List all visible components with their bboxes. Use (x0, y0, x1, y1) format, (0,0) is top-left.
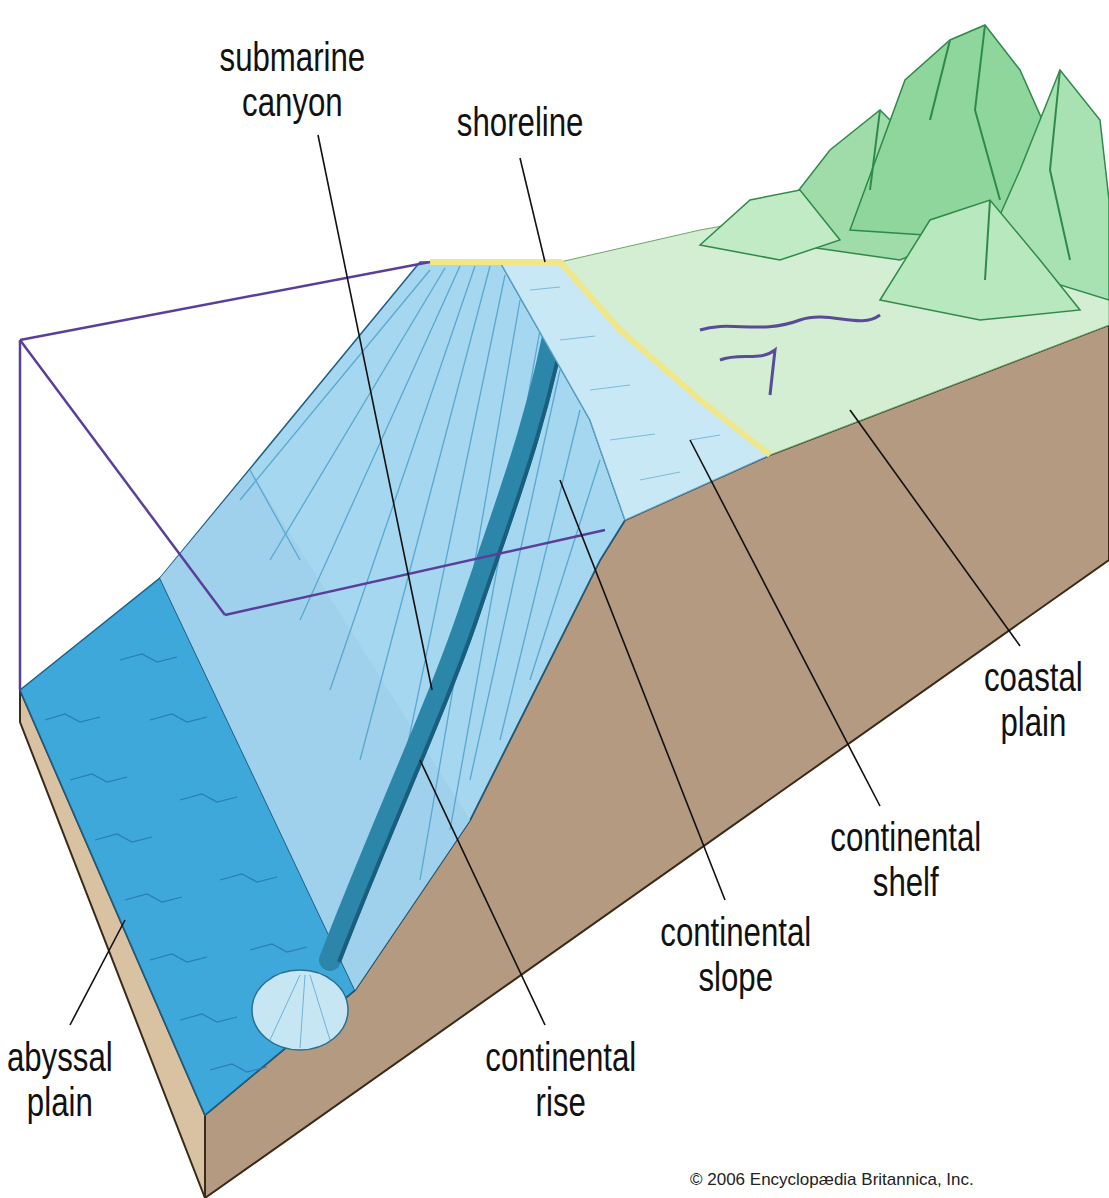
mountain-range (700, 25, 1109, 320)
part-label: continental shelf (830, 815, 981, 905)
part-label: submarine canyon (219, 35, 365, 125)
part-label: abyssal plain (7, 1035, 113, 1125)
leader-lines (70, 135, 1020, 1025)
river (700, 315, 880, 330)
copyright-note: © 2006 Encyclopædia Britannica, Inc. (690, 1170, 974, 1190)
shoreline-strip (430, 262, 770, 455)
part-label: shoreline (457, 100, 584, 145)
canyon-wall (339, 302, 569, 962)
part-label: coastal plain (983, 655, 1082, 745)
mountain-shading (870, 25, 1070, 280)
river (720, 350, 775, 395)
canyon-fan (252, 970, 348, 1050)
part-label: continental rise (485, 1035, 636, 1125)
canyon-channel (330, 300, 560, 960)
water-volume-outline (20, 262, 605, 690)
fan-texture (270, 975, 330, 1048)
slope-surface (160, 262, 625, 990)
part-label: continental slope (660, 910, 811, 1000)
